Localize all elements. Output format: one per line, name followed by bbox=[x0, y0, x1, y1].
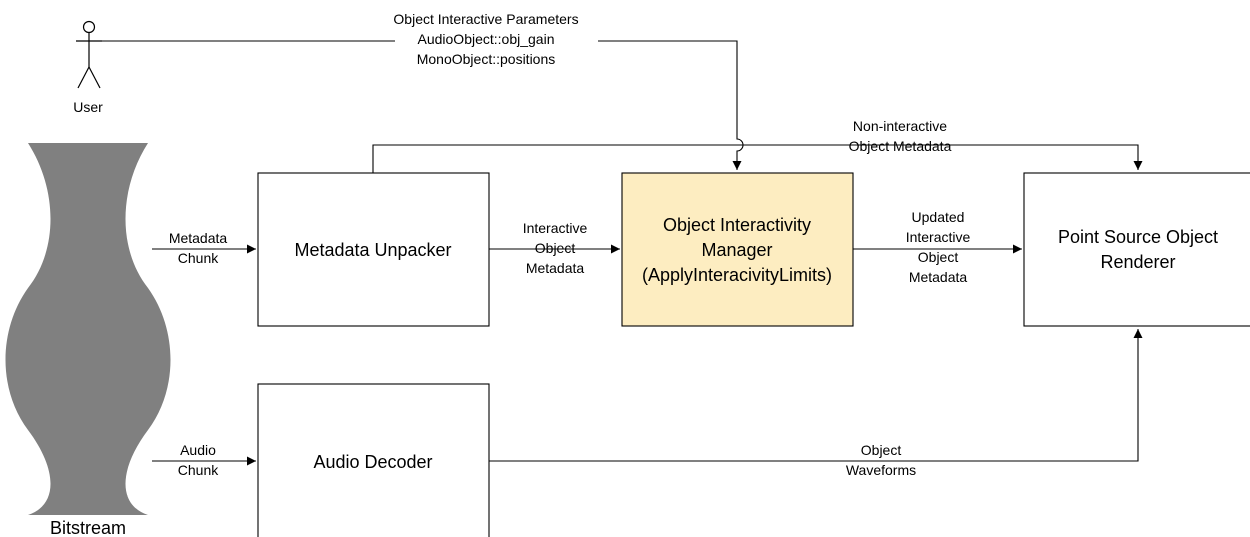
renderer-title-2: Renderer bbox=[1100, 252, 1175, 272]
interactivity-manager-title-1: Object Interactivity bbox=[663, 215, 811, 235]
edge-non-interactive bbox=[372, 144, 1143, 173]
bitstream-label: Bitstream bbox=[50, 518, 126, 537]
renderer-box bbox=[1023, 172, 1250, 327]
edge-label-interactive-parameters-2: AudioObject::obj_gain bbox=[418, 31, 555, 47]
interactivity-manager-box bbox=[621, 172, 854, 327]
edge-label-object-waveforms-2: Waveforms bbox=[846, 462, 916, 478]
metadata-unpacker-title: Metadata Unpacker bbox=[294, 240, 451, 260]
metadata-unpacker-box bbox=[257, 172, 490, 327]
edge-label-interactive-metadata-3: Metadata bbox=[526, 260, 585, 276]
user-label: User bbox=[73, 99, 103, 115]
interactivity-manager-title-3: (ApplyInteracivityLimits) bbox=[642, 265, 832, 285]
edge-object-waveforms bbox=[489, 329, 1143, 462]
interactivity-manager-title-2: Manager bbox=[701, 240, 772, 260]
bitstream-shape bbox=[5, 143, 171, 515]
edge-label-interactive-metadata-1: Interactive bbox=[523, 220, 588, 236]
edge-interactive-parameters bbox=[102, 40, 743, 170]
edge-label-updated-metadata-2: Interactive bbox=[906, 229, 971, 245]
edge-label-non-interactive-2: Object Metadata bbox=[849, 138, 952, 154]
edge-label-audio-chunk-2: Chunk bbox=[178, 462, 219, 478]
audio-decoder-box bbox=[257, 383, 490, 537]
edge-label-updated-metadata-3: Object bbox=[918, 249, 959, 265]
audio-decoder-title: Audio Decoder bbox=[313, 452, 432, 472]
edge-label-interactive-metadata-2: Object bbox=[535, 240, 576, 256]
edge-label-updated-metadata-4: Metadata bbox=[909, 269, 968, 285]
renderer-title-1: Point Source Object bbox=[1058, 227, 1218, 247]
edge-label-audio-chunk-1: Audio bbox=[180, 442, 216, 458]
edge-label-interactive-parameters-3: MonoObject::positions bbox=[417, 51, 556, 67]
edge-label-non-interactive-1: Non-interactive bbox=[853, 118, 947, 134]
edge-label-metadata-chunk-2: Chunk bbox=[178, 250, 219, 266]
edge-label-metadata-chunk-1: Metadata bbox=[169, 230, 228, 246]
user-icon bbox=[76, 20, 102, 89]
edge-label-interactive-parameters-1: Object Interactive Parameters bbox=[393, 11, 578, 27]
edge-label-updated-metadata-1: Updated bbox=[912, 209, 965, 225]
edge-label-object-waveforms-1: Object bbox=[861, 442, 902, 458]
